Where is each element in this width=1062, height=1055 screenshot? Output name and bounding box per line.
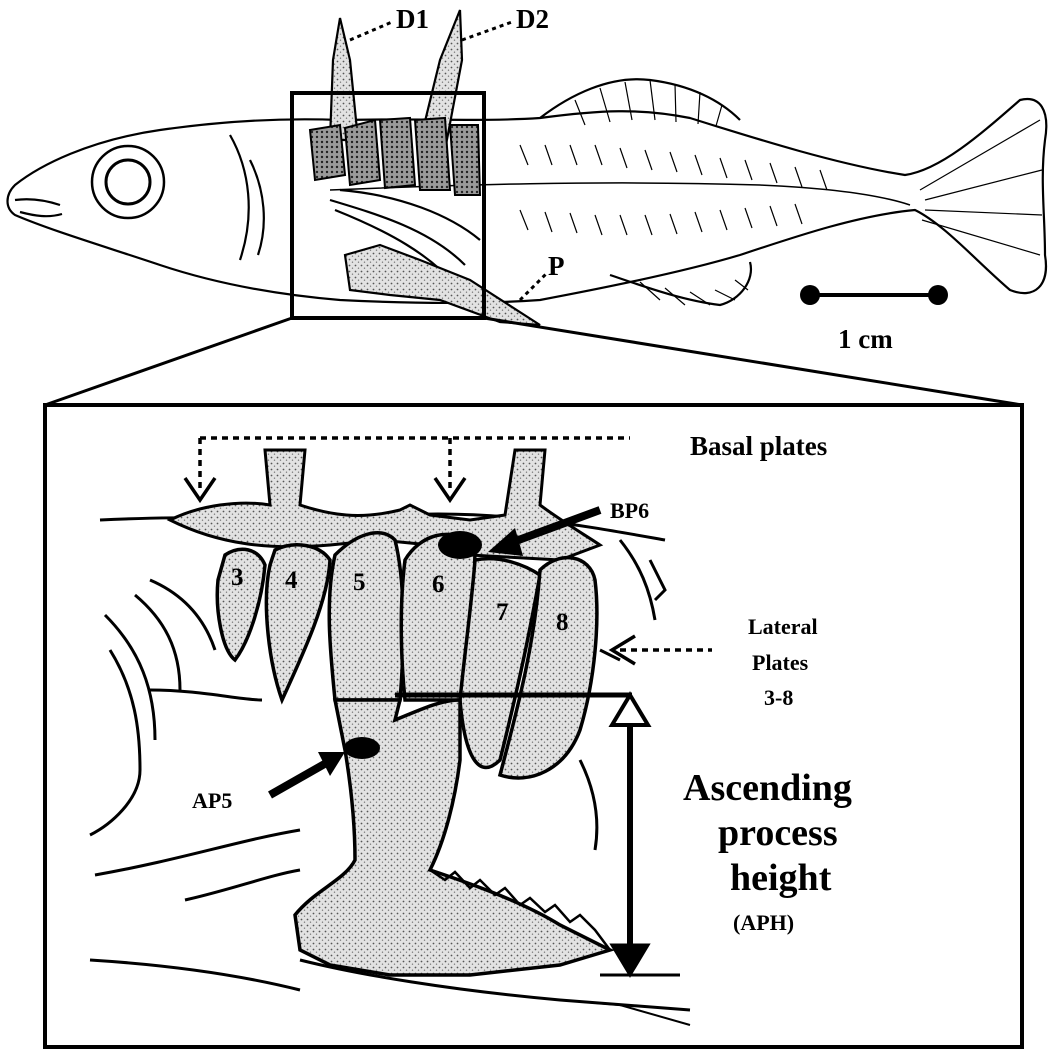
label-lateral-line2: Plates (752, 650, 809, 675)
plate-number-4: 4 (285, 567, 298, 594)
label-d1: D1 (396, 4, 429, 34)
scale-bar (800, 285, 948, 305)
plate-number-3: 3 (231, 564, 244, 591)
label-ap5: AP5 (192, 788, 232, 813)
label-aph-line3: height (730, 857, 832, 899)
scale-label: 1 cm (838, 324, 893, 354)
label-aph-abbrev: (APH) (733, 910, 794, 935)
label-aph-line2: process (718, 812, 838, 854)
plate-number-5: 5 (353, 569, 366, 596)
label-bp6: BP6 (610, 498, 649, 523)
ap5-landmark (344, 737, 380, 759)
bp6-landmark (438, 531, 482, 559)
dorsal-spine-1 (330, 18, 358, 140)
label-p: P (548, 251, 565, 281)
lateral-plate-5 (329, 533, 403, 700)
fish-eye (92, 146, 164, 218)
fish-plates (310, 118, 480, 195)
plate-number-7: 7 (496, 599, 509, 626)
label-basal-plates: Basal plates (690, 431, 827, 461)
label-lateral-line1: Lateral (748, 614, 818, 639)
label-lateral-line3: 3-8 (764, 685, 793, 710)
label-d2: D2 (516, 4, 549, 34)
label-aph-line1: Ascending (683, 767, 852, 809)
pelvic-girdle (345, 245, 540, 325)
plate-number-6: 6 (432, 571, 445, 598)
plate-number-8: 8 (556, 609, 569, 636)
